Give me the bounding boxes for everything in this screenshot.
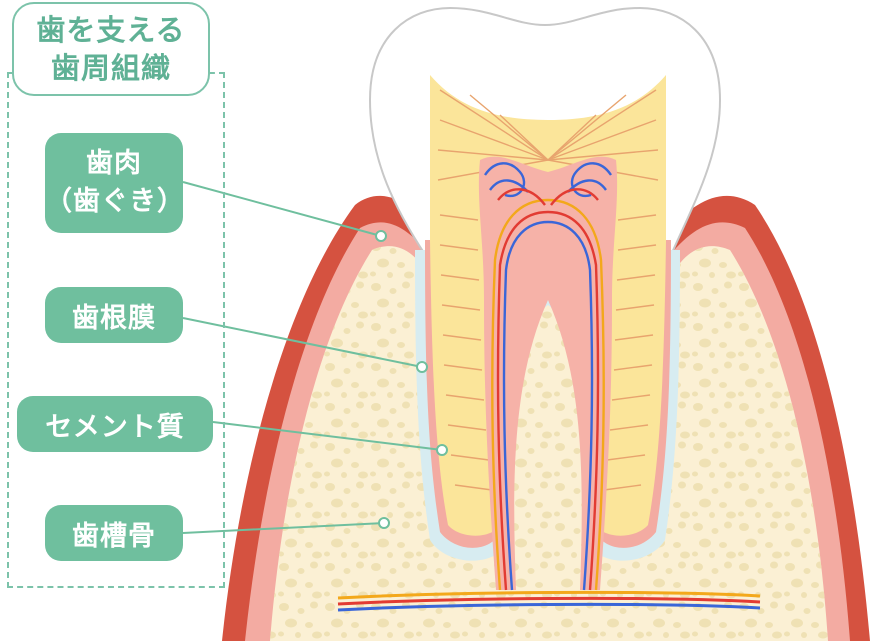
title-box: 歯を支える 歯周組織 [12, 2, 210, 96]
title-line-1: 歯を支える [36, 13, 186, 47]
cementum-label: セメント質 [17, 396, 213, 452]
bone-pores [270, 246, 828, 641]
alveolar-bone-label-text: 歯槽骨 [72, 520, 156, 552]
cementum-label-text: セメント質 [45, 411, 185, 443]
periodontal-ligament-label: 歯根膜 [45, 287, 183, 343]
periodontal-ligament-label-text: 歯根膜 [72, 302, 156, 334]
leader-lines [182, 181, 443, 534]
title-line-2: 歯周組織 [50, 51, 171, 85]
alveolar-bone-label: 歯槽骨 [45, 505, 183, 561]
gum-label-line-1: 歯肉 [86, 148, 142, 179]
pulp-chamber [478, 156, 618, 590]
gum-label-line-2: （歯ぐき） [45, 186, 185, 217]
bottom-vessel-bundle [337, 590, 761, 612]
nerves-and-blood-vessels [484, 162, 612, 591]
gum-label: 歯肉 （歯ぐき） [45, 133, 185, 233]
leader-dots [375, 230, 448, 529]
